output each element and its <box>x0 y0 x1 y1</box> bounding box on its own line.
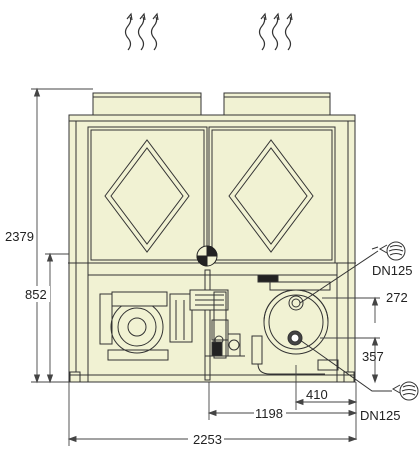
pipe-connection-icon <box>378 241 406 261</box>
connection-label-lower: DN125 <box>360 408 400 423</box>
dim-357: 357 <box>362 349 384 364</box>
pipe-connection-icon <box>391 381 419 401</box>
airflow-arrow-icon <box>271 12 280 51</box>
leader-line-upper <box>299 250 379 304</box>
diamond-left-1 <box>104 139 190 253</box>
fan-housing-right <box>223 92 331 116</box>
dim-272: 272 <box>386 290 408 305</box>
airflow-arrow-icon <box>150 12 159 51</box>
dim-overall-width: 2253 <box>193 432 222 447</box>
pipe-connection-upper <box>299 241 406 304</box>
dim-1198: 1198 <box>255 406 283 421</box>
connection-label-upper: DN125 <box>372 263 412 278</box>
airflow-arrow-icon <box>258 12 267 51</box>
diamond-right-1 <box>228 139 314 253</box>
fan-housing-left <box>92 92 202 116</box>
dimension-labels: 2379 852 272 357 410 1198 2253 DN125 DN1… <box>4 228 412 447</box>
fan-grille-icon <box>196 245 218 267</box>
airflow-arrow-icon <box>284 12 293 51</box>
airflow-arrow-icon <box>124 12 133 51</box>
coil-panel-left <box>87 126 208 264</box>
airflow-arrows-left <box>124 12 159 51</box>
dim-410: 410 <box>306 387 328 402</box>
leader-line-lower <box>299 339 392 392</box>
pipe-connection-lower <box>299 339 419 401</box>
equipment-compartment <box>69 269 355 383</box>
airflow-arrows-right <box>258 12 293 51</box>
airflow-arrow-icon <box>137 12 146 51</box>
cabinet <box>68 114 356 383</box>
dim-lower-height: 852 <box>25 287 47 302</box>
fan-housings <box>92 92 331 116</box>
compressor <box>110 300 164 354</box>
dim-overall-height: 2379 <box>5 229 34 244</box>
